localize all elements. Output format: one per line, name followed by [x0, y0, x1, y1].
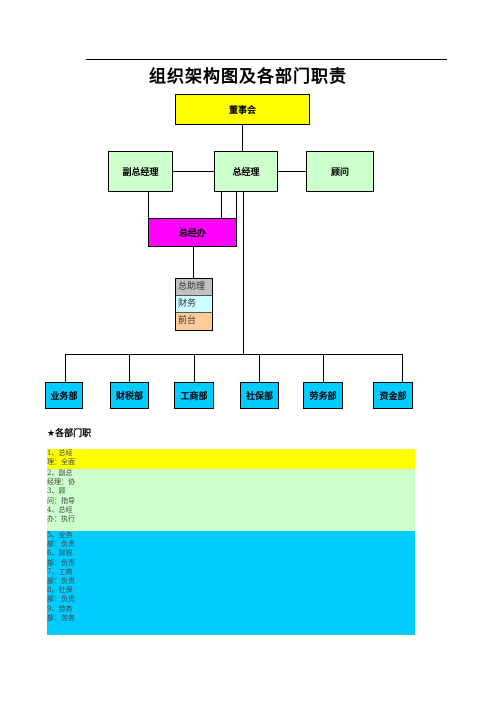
dept-business: 业务部 — [45, 382, 83, 409]
connector-office-to-staff — [193, 247, 194, 278]
dept-social-security: 社保部 — [240, 382, 279, 409]
connector-board-down — [242, 125, 243, 151]
connector-vice-gm-down — [148, 192, 149, 218]
duty-band-departments: 5、业务部：负责6、财税部：负责7、工商部：负责8、社保部：负责9、劳务部：劳务 — [47, 531, 415, 635]
header-rule — [86, 59, 447, 60]
page-title: 组织架构图及各部门职责 — [149, 67, 347, 87]
dept-drop-3 — [194, 354, 195, 382]
dept-drop-6 — [402, 354, 403, 382]
dept-drop-1 — [65, 354, 66, 382]
duty-band-executive: 2、副总经理：协3、顾问：指导4、总经办：执行 — [47, 469, 415, 531]
connector-main-trunk — [243, 192, 244, 354]
connector-gm-advisor — [278, 171, 306, 172]
dept-drop-4 — [259, 354, 260, 382]
duties-heading: ★各部门职 — [47, 429, 92, 439]
dept-capital: 资金部 — [373, 382, 413, 409]
staff-assistant: 总助理 — [176, 279, 212, 296]
staff-reception: 前台 — [176, 313, 212, 330]
general-office-box: 总经办 — [148, 218, 237, 247]
connector-vice-gm — [173, 171, 214, 172]
staff-finance: 财务 — [176, 296, 212, 313]
office-staff-stack: 总助理 财务 前台 — [175, 278, 213, 331]
dept-drop-2 — [129, 354, 130, 382]
duty-band-gm: 1、总经理：全面 — [47, 449, 415, 469]
connector-gm-down-left — [221, 192, 222, 218]
dept-industry-commerce: 工商部 — [174, 382, 214, 409]
board-box: 董事会 — [175, 94, 310, 125]
connector-gm-down-right — [236, 192, 237, 218]
dept-labor: 劳务部 — [303, 382, 343, 409]
dept-drop-5 — [323, 354, 324, 382]
dept-finance-tax: 财税部 — [110, 382, 149, 409]
duty-text-gm: 1、总经理：全面 — [47, 449, 75, 467]
duty-text-executive: 2、副总经理：协3、顾问：指导4、总经办：执行 — [47, 469, 75, 524]
advisor-box: 顾问 — [306, 151, 374, 192]
department-bus — [65, 354, 403, 355]
gm-box: 总经理 — [214, 151, 278, 192]
duty-text-departments: 5、业务部：负责6、财税部：负责7、工商部：负责8、社保部：负责9、劳务部：劳务 — [47, 531, 75, 622]
vice-gm-box: 副总经理 — [108, 151, 173, 192]
